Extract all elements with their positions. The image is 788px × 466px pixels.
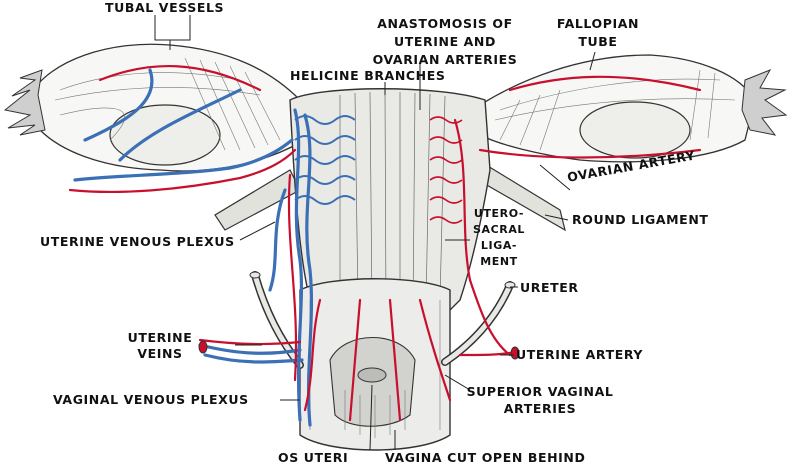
- label-uterine-artery: UTERINE ARTERY: [516, 347, 644, 362]
- helicine-artery-coils: [429, 116, 463, 224]
- arteries: [68, 64, 702, 422]
- left-fimbriae: [3, 69, 46, 136]
- label-uterosacral-line2: SACRAL: [472, 223, 526, 236]
- label-round-ligament: ROUND LIGAMENT: [572, 212, 709, 227]
- label-fallopian-line2: TUBE: [578, 34, 618, 49]
- label-uterine-veins-line1: UTERINE: [127, 330, 193, 345]
- label-vagina-cut-open-behind: VAGINA CUT OPEN BEHIND: [385, 450, 586, 465]
- label-vaginal-venous-plexus: VAGINAL VENOUS PLEXUS: [53, 392, 249, 407]
- label-anastomosis-line3: OVARIAN ARTERIES: [372, 52, 518, 67]
- label-ureter: URETER: [520, 280, 579, 295]
- label-uterosacral-line4: MENT: [480, 255, 518, 268]
- label-uterine-veins-line2: VEINS: [137, 346, 183, 361]
- leader-lines: [154, 15, 596, 451]
- label-fallopian-line1: FALLOPIAN: [556, 16, 640, 31]
- label-anastomosis-line2: UTERINE AND: [394, 34, 496, 49]
- label-helicine-branches: HELICINE BRANCHES: [290, 68, 446, 83]
- right-ovary: [579, 101, 691, 159]
- label-superior-vaginal-line2: ARTERIES: [503, 401, 577, 416]
- ureter-fill: [252, 272, 513, 368]
- right-tube-shading: [494, 69, 736, 151]
- label-uterine-venous-plexus: UTERINE VENOUS PLEXUS: [40, 234, 235, 249]
- os-uteri-shape: [357, 367, 387, 383]
- label-os-uteri: OS UTERI: [278, 450, 349, 465]
- cut-vessel-ends: [198, 271, 520, 360]
- label-uterosacral-line3: LIGA-: [480, 239, 518, 252]
- label-tubal-vessels: TUBAL VESSELS: [105, 0, 225, 15]
- right-fimbriae: [741, 69, 788, 136]
- left-ovary: [109, 104, 221, 166]
- label-anastomosis-line1: ANASTOMOSIS OF: [377, 16, 513, 31]
- label-uterosacral-line1: UTERO-: [473, 207, 525, 220]
- veins: [73, 68, 314, 427]
- helicine-vein-coils: [294, 115, 356, 205]
- label-superior-vaginal-line1: SUPERIOR VAGINAL: [466, 384, 614, 399]
